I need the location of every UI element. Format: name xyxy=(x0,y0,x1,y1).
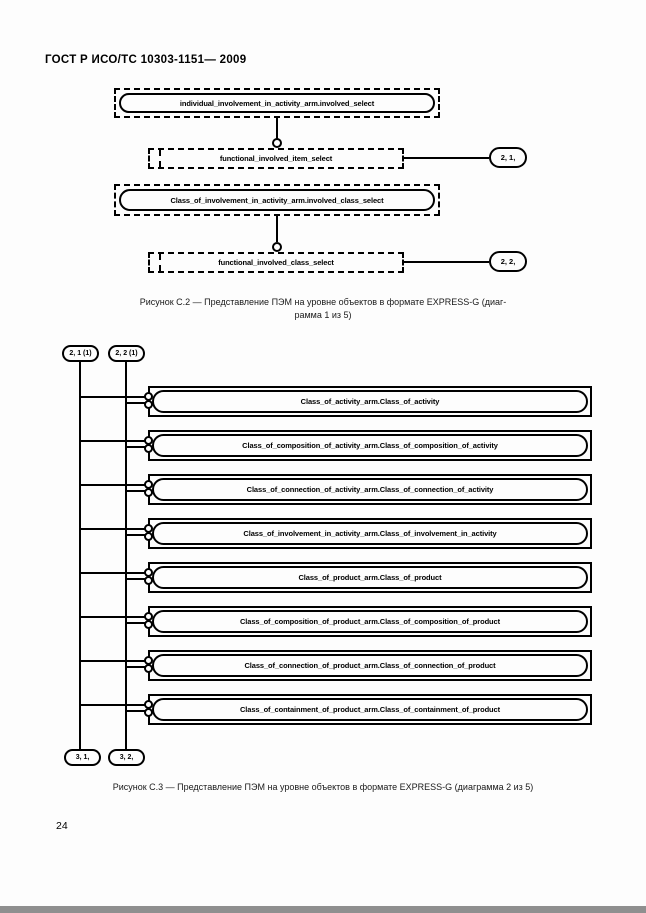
page-ref-oval: 2, 2 (1) xyxy=(108,345,145,362)
connector-line xyxy=(127,666,148,668)
connector-line xyxy=(81,616,148,618)
connector-line xyxy=(81,660,148,662)
connector-line xyxy=(81,440,148,442)
figure-c2-caption: Рисунок С.2 — Представление ПЭМ на уровн… xyxy=(0,296,646,322)
entity-row: Class_of_composition_of_activity_arm.Cla… xyxy=(0,430,646,461)
scan-edge-bar xyxy=(0,906,646,913)
entity-label: Class_of_product_arm.Class_of_product xyxy=(298,573,442,582)
connector-line xyxy=(125,362,127,749)
connector-line xyxy=(81,484,148,486)
connector-circle xyxy=(144,664,153,673)
connector-line xyxy=(127,710,148,712)
entity-label: Class_of_connection_of_activity_arm.Clas… xyxy=(246,485,494,494)
entity-row: Class_of_composition_of_product_arm.Clas… xyxy=(0,606,646,637)
connector-circle xyxy=(144,444,153,453)
select-type-box-bottom: functional_involved_class_select xyxy=(148,252,404,273)
page-ref-oval: 2, 2, xyxy=(489,251,527,272)
connector-line xyxy=(276,118,278,139)
connector-circle xyxy=(144,400,153,409)
connector-circle xyxy=(144,488,153,497)
entity-frame-top: individual_involvement_in_activity_arm.i… xyxy=(114,88,440,118)
entity-stadium: individual_involvement_in_activity_arm.i… xyxy=(119,93,435,113)
connector-line xyxy=(81,396,148,398)
select-type-mark xyxy=(159,150,161,167)
connector-circle xyxy=(272,242,282,252)
connector-circle xyxy=(144,532,153,541)
connector-line xyxy=(276,216,278,242)
entity-frame-bottom: Class_of_involvement_in_activity_arm.inv… xyxy=(114,184,440,216)
entity-stadium: Class_of_activity_arm.Class_of_activity xyxy=(152,390,588,413)
entity-stadium: Class_of_containment_of_product_arm.Clas… xyxy=(152,698,588,721)
caption-line: рамма 1 из 5) xyxy=(294,310,352,321)
page-header: ГОСТ Р ИСО/ТС 10303-1151— 2009 xyxy=(45,54,247,66)
entity-stadium: Class_of_involvement_in_activity_arm.inv… xyxy=(119,189,435,211)
figure-c3-caption: Рисунок С.3 — Представление ПЭМ на уровн… xyxy=(0,781,646,794)
entity-label: Class_of_involvement_in_activity_arm.Cla… xyxy=(243,529,497,538)
entity-stadium: Class_of_composition_of_product_arm.Clas… xyxy=(152,610,588,633)
page-ref-oval: 2, 1, xyxy=(489,147,527,168)
select-type-mark xyxy=(159,254,161,271)
page-number: 24 xyxy=(56,820,68,832)
caption-line: Рисунок С.2 — Представление ПЭМ на уровн… xyxy=(139,297,507,307)
connector-line xyxy=(81,528,148,530)
entity-label: Class_of_connection_of_product_arm.Class… xyxy=(244,661,496,670)
entity-stadium: Class_of_connection_of_product_arm.Class… xyxy=(152,654,588,677)
select-label: functional_involved_class_select xyxy=(218,258,334,267)
entity-label: Class_of_containment_of_product_arm.Clas… xyxy=(239,705,501,714)
entity-label: Class_of_composition_of_product_arm.Clas… xyxy=(239,617,501,626)
entity-row: Class_of_connection_of_activity_arm.Clas… xyxy=(0,474,646,505)
entity-label: Class_of_activity_arm.Class_of_activity xyxy=(300,397,440,406)
entity-row: Class_of_connection_of_product_arm.Class… xyxy=(0,650,646,681)
entity-row: Class_of_activity_arm.Class_of_activity xyxy=(0,386,646,417)
entity-label: Class_of_involvement_in_activity_arm.inv… xyxy=(170,195,384,205)
connector-line xyxy=(81,572,148,574)
entity-stadium: Class_of_composition_of_activity_arm.Cla… xyxy=(152,434,588,457)
connector-line xyxy=(79,362,81,749)
connector-circle xyxy=(144,576,153,585)
entity-label: Class_of_composition_of_activity_arm.Cla… xyxy=(242,441,498,450)
connector-line xyxy=(127,446,148,448)
connector-circle xyxy=(272,138,282,148)
connector-circle xyxy=(144,620,153,629)
page-ref-oval: 3, 2, xyxy=(108,749,145,766)
entity-label: individual_involvement_in_activity_arm.i… xyxy=(179,98,375,108)
caption-line: Рисунок С.3 — Представление ПЭМ на уровн… xyxy=(112,782,534,792)
page-ref-oval: 3, 1, xyxy=(64,749,101,766)
entity-stadium: Class_of_involvement_in_activity_arm.Cla… xyxy=(152,522,588,545)
entity-stadium: Class_of_connection_of_activity_arm.Clas… xyxy=(152,478,588,501)
connector-line xyxy=(127,402,148,404)
connector-line xyxy=(404,157,489,159)
connector-line xyxy=(127,490,148,492)
connector-line xyxy=(81,704,148,706)
entity-stadium: Class_of_product_arm.Class_of_product xyxy=(152,566,588,589)
entity-row: Class_of_involvement_in_activity_arm.Cla… xyxy=(0,518,646,549)
connector-line xyxy=(127,534,148,536)
entity-row: Class_of_product_arm.Class_of_product xyxy=(0,562,646,593)
connector-line xyxy=(127,578,148,580)
entity-row: Class_of_containment_of_product_arm.Clas… xyxy=(0,694,646,725)
select-type-box-top: functional_involved_item_select xyxy=(148,148,404,169)
connector-line xyxy=(127,622,148,624)
connector-line xyxy=(404,261,489,263)
connector-circle xyxy=(144,708,153,717)
select-label: functional_involved_item_select xyxy=(219,154,333,163)
page-ref-oval: 2, 1 (1) xyxy=(62,345,99,362)
